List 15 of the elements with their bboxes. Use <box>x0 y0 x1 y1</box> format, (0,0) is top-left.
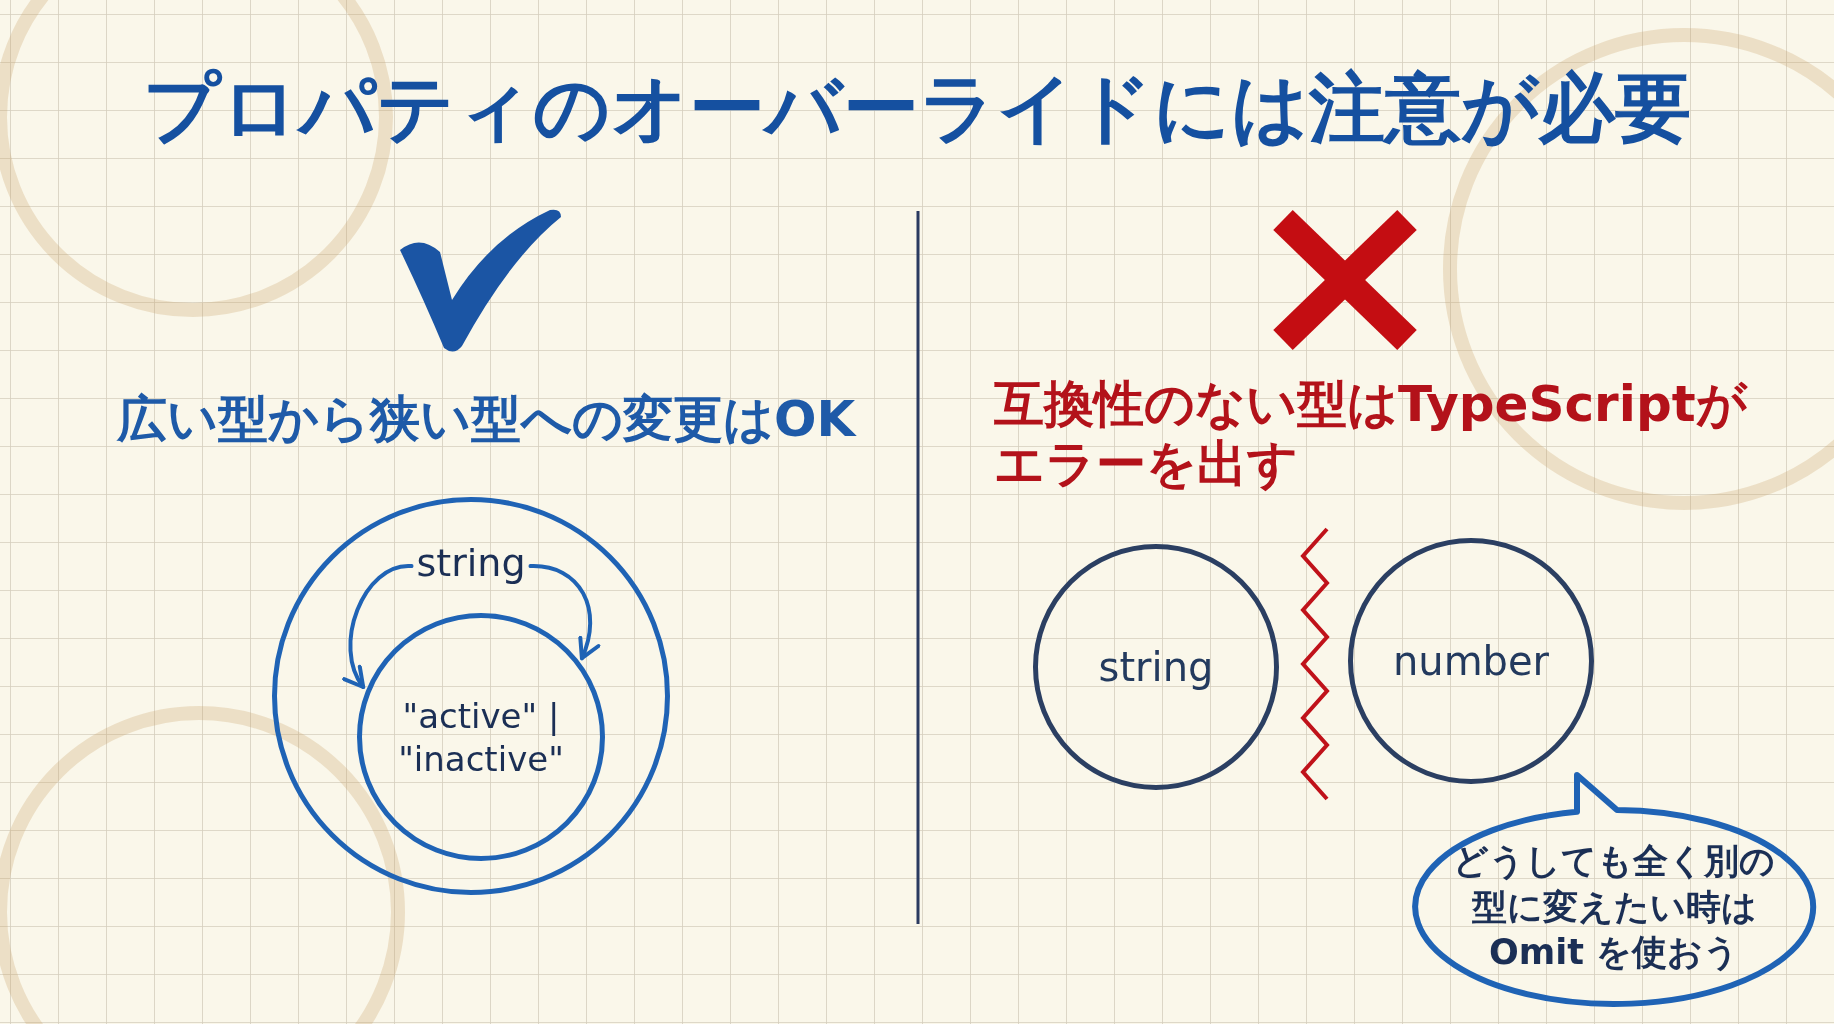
type-circle <box>1033 544 1279 790</box>
section-heading: 互換性のない型はTypeScriptがエラーを出す <box>994 374 1749 494</box>
slide-title: プロパティのオーバーライドには注意が必要 <box>143 62 1691 154</box>
type-label: string <box>416 540 526 588</box>
type-label: "active" | "inactive" <box>397 694 565 780</box>
arrow <box>528 564 600 661</box>
type-circle <box>272 497 670 895</box>
type-circle <box>1348 538 1594 784</box>
type-label: number <box>1392 637 1550 686</box>
speech-bubble <box>1410 770 1818 1010</box>
bubble-text: どうしても全く別の型に変えたい時はOmit を使おう <box>1452 839 1776 974</box>
section-heading: 広い型から狭い型への変更はOK <box>117 389 856 449</box>
arrow <box>343 564 414 689</box>
type-circle <box>357 613 605 861</box>
type-label: string <box>1098 643 1214 692</box>
